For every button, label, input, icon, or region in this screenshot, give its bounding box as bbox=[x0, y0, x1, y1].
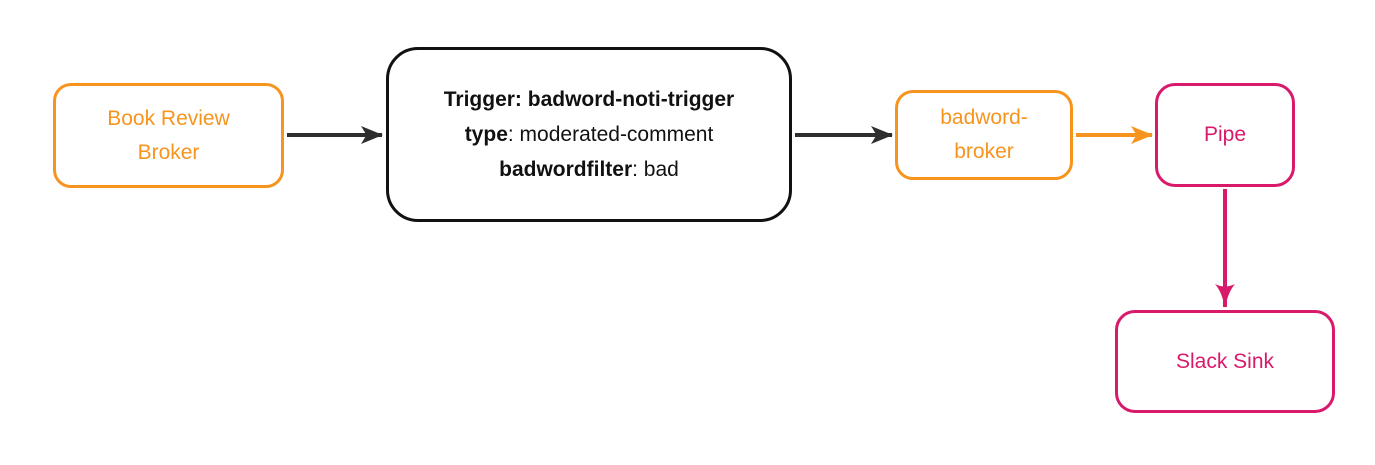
node-slack-sink: Slack Sink bbox=[1115, 310, 1335, 413]
node-trigger: Trigger: badword-noti-trigger type: mode… bbox=[386, 47, 792, 222]
trigger-line-2: type: moderated-comment bbox=[464, 123, 714, 146]
node-badword-broker-label: badword-broker bbox=[940, 106, 1028, 163]
trigger-line-3: badwordfilter: bad bbox=[499, 158, 679, 181]
node-book-review-broker-label: Book Review Broker bbox=[107, 106, 230, 164]
node-book-review-broker: Book Review Broker bbox=[53, 83, 284, 188]
node-pipe: Pipe bbox=[1155, 83, 1295, 187]
node-slack-sink-label: Slack Sink bbox=[1175, 349, 1275, 373]
trigger-line-1: Trigger: badword-noti-trigger bbox=[443, 88, 735, 111]
node-pipe-label: Pipe bbox=[1203, 123, 1247, 146]
node-badword-broker: badword-broker bbox=[895, 90, 1073, 180]
